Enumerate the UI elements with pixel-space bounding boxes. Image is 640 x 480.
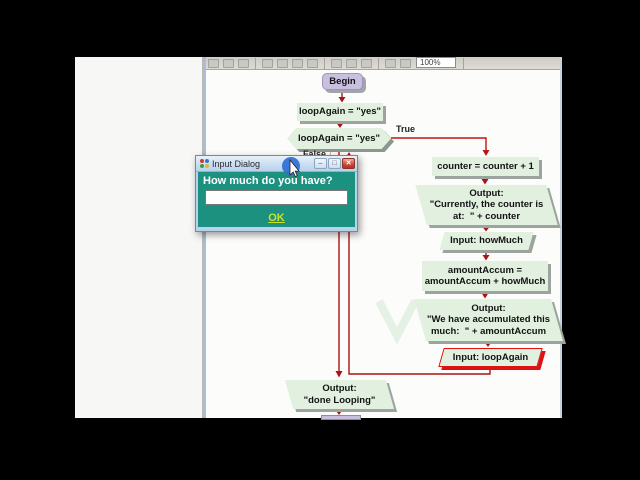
mouse-cursor	[282, 157, 301, 178]
flow-node-assign-loopagain[interactable]: loopAgain = "yes"	[297, 103, 386, 124]
zoom-in-icon[interactable]	[400, 59, 411, 68]
canvas-watermark	[375, 299, 419, 345]
ok-button[interactable]: OK	[268, 212, 285, 224]
flow-node-assign-counter[interactable]: counter = counter + 1	[432, 157, 542, 179]
flow-node-input-howmuch[interactable]: Input: howMuch	[439, 232, 537, 253]
flow-node-output-done[interactable]: Output: "done Looping"	[284, 380, 398, 412]
flow-node-end[interactable]	[321, 415, 361, 420]
dialog-title: Input Dialog	[212, 158, 261, 169]
toolbar-icon[interactable]	[307, 59, 318, 68]
toolbar-icon[interactable]	[361, 59, 372, 68]
dialog-body: How much do you have? OK	[196, 172, 357, 231]
flow-node-input-loopagain[interactable]: Input: loopAgain	[438, 348, 546, 370]
zoom-level-combo[interactable]: 100%	[416, 57, 456, 68]
toolbar-separator	[255, 58, 256, 69]
input-dialog: Input Dialog – □ ✕ How much do you have?…	[195, 155, 358, 232]
toolbar-icon[interactable]	[223, 59, 234, 68]
toolbar-icon[interactable]	[277, 59, 288, 68]
minimize-button[interactable]: –	[314, 158, 327, 169]
true-branch-label: True	[396, 124, 416, 134]
false-branch-label: False↓	[303, 149, 333, 159]
toolbar-icon[interactable]	[262, 59, 273, 68]
toolbar-icon[interactable]	[238, 59, 249, 68]
down-arrow-icon: ↓	[328, 149, 333, 159]
toolbar-icon[interactable]	[292, 59, 303, 68]
flow-node-begin[interactable]: Begin	[322, 73, 366, 93]
dialog-text-input[interactable]	[205, 190, 348, 205]
flow-node-output-accum[interactable]: Output: "We have accumulated this much: …	[413, 299, 567, 344]
flow-node-decision-loopagain[interactable]: loopAgain = "yes"	[287, 128, 394, 152]
close-button[interactable]: ✕	[342, 158, 355, 169]
app-icon	[200, 159, 209, 168]
toolbar-icon[interactable]	[208, 59, 219, 68]
toolbar-separator	[378, 58, 379, 69]
dialog-prompt: How much do you have?	[203, 175, 333, 187]
toolbar-icon[interactable]	[346, 59, 357, 68]
toolbar-icon[interactable]	[331, 59, 342, 68]
left-panel	[75, 57, 203, 418]
toolbar-separator	[324, 58, 325, 69]
toolbar: 100%	[206, 57, 560, 70]
flow-node-assign-accum[interactable]: amountAccum = amountAccum + howMuch	[422, 261, 551, 294]
dialog-titlebar[interactable]: Input Dialog – □ ✕	[196, 156, 357, 172]
toolbar-separator	[463, 58, 464, 69]
flow-node-output-counter[interactable]: Output: "Currently, the counter is at: "…	[415, 185, 561, 228]
zoom-out-icon[interactable]	[385, 59, 396, 68]
maximize-button[interactable]: □	[328, 158, 341, 169]
